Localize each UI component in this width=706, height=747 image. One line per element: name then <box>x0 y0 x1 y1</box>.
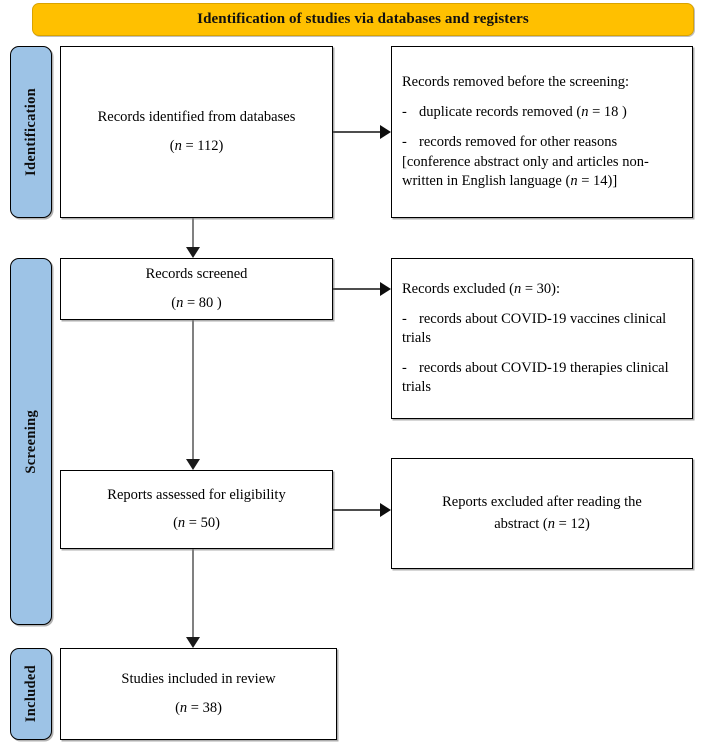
n-symbol: n <box>179 699 188 716</box>
box-records-removed-item-1-text: duplicate records removed (n = 18 ) <box>419 104 627 120</box>
paren-open: ( <box>175 699 180 716</box>
item-text-before: records removed for other reasons [confe… <box>402 134 649 189</box>
box-studies-included-count: (n = 38) <box>175 699 222 718</box>
box-records-removed: Records removed before the screening: -d… <box>391 46 693 218</box>
box-studies-included-label: Studies included in review <box>121 671 276 688</box>
stage-label-included: Included <box>10 648 52 740</box>
bullet-dash-icon: - <box>402 360 407 377</box>
diagram-header-banner: Identification of studies via databases … <box>32 3 694 36</box>
heading-text-before: Records excluded ( <box>402 280 514 297</box>
n-symbol: n <box>570 172 578 189</box>
n-symbol: n <box>177 515 186 531</box>
stage-label-identification: Identification <box>10 46 52 218</box>
box-records-excluded-item-2: -records about COVID-19 therapies clinic… <box>402 359 683 397</box>
box-records-excluded-heading: Records excluded (n = 30): <box>402 280 683 299</box>
count-value: = 112) <box>181 137 224 154</box>
box-records-screened-count: (n = 80 ) <box>171 294 221 313</box>
count-value: = 12) <box>555 515 590 532</box>
box-records-removed-heading: Records removed before the screening: <box>402 74 630 91</box>
count-value: = 80 ) <box>183 294 222 311</box>
box-records-identified-label: Records identified from databases <box>97 109 296 126</box>
box-reports-assessed-eligibility: Reports assessed for eligibility (n = 50… <box>60 470 333 549</box>
box-reports-excluded: Reports excluded after reading the abstr… <box>391 458 693 569</box>
box-records-excluded-item-2-text: records about COVID-19 therapies clinica… <box>402 360 669 396</box>
paren-open: ( <box>173 515 178 531</box>
box-records-identified: Records identified from databases (n = 1… <box>60 46 333 218</box>
stage-label-included-text: Included <box>22 665 39 723</box>
arrow-identified-to-screened-icon <box>192 218 194 248</box>
box-records-screened-label: Records screened <box>145 266 248 283</box>
box-records-excluded-item-1-text: records about COVID-19 vaccines clinical… <box>402 310 667 346</box>
count-value: = 50) <box>185 515 220 531</box>
arrow-screened-to-excluded-icon <box>333 288 381 290</box>
box-records-removed-item-1: -duplicate records removed (n = 18 ) <box>402 103 683 122</box>
box-records-removed-item-2-text: records removed for other reasons [confe… <box>402 134 649 188</box>
box-reports-excluded-label: Reports excluded after reading the <box>442 494 642 511</box>
paren-open: ( <box>171 294 177 311</box>
arrow-eligibility-to-included-icon <box>192 549 194 638</box>
box-records-excluded: Records excluded (n = 30): -records abou… <box>391 258 693 419</box>
box-records-screened: Records screened (n = 80 ) <box>60 258 333 320</box>
box-records-identified-count: (n = 112) <box>170 137 224 156</box>
item-count-value: = 18 ) <box>588 104 627 121</box>
item-count-value: = 14)] <box>577 172 618 189</box>
box-reports-excluded-count: abstract (n = 12) <box>494 515 590 534</box>
stage-label-identification-text: Identification <box>22 88 39 176</box>
box-reports-assessed-label: Reports assessed for eligibility <box>107 486 286 503</box>
box-records-removed-item-2: -records removed for other reasons [conf… <box>402 133 683 190</box>
bullet-dash-icon: - <box>402 134 407 151</box>
arrow-identified-to-removed-icon <box>333 131 381 133</box>
stage-label-screening-text: Screening <box>22 409 39 474</box>
item-text-before: duplicate records removed ( <box>419 104 582 121</box>
n-symbol: n <box>581 104 589 121</box>
box-reports-assessed-count: (n = 50) <box>173 514 220 533</box>
heading-count-value: = 30): <box>521 280 560 297</box>
arrow-eligibility-to-excluded-reports-icon <box>333 509 381 511</box>
n-symbol: n <box>174 137 182 154</box>
box-records-excluded-item-1: -records about COVID-19 vaccines clinica… <box>402 310 683 348</box>
box-studies-included: Studies included in review (n = 38) <box>60 648 337 740</box>
stage-label-screening: Screening <box>10 258 52 625</box>
n-symbol: n <box>547 515 556 532</box>
arrow-screened-to-eligibility-icon <box>192 320 194 460</box>
bullet-dash-icon: - <box>402 310 407 327</box>
diagram-title: Identification of studies via databases … <box>197 11 529 27</box>
n-symbol: n <box>513 280 522 297</box>
paren-open: ( <box>169 137 175 154</box>
count-text-before: abstract ( <box>494 515 548 532</box>
n-symbol: n <box>176 294 184 311</box>
bullet-dash-icon: - <box>402 104 407 121</box>
count-value: = 38) <box>187 699 222 716</box>
